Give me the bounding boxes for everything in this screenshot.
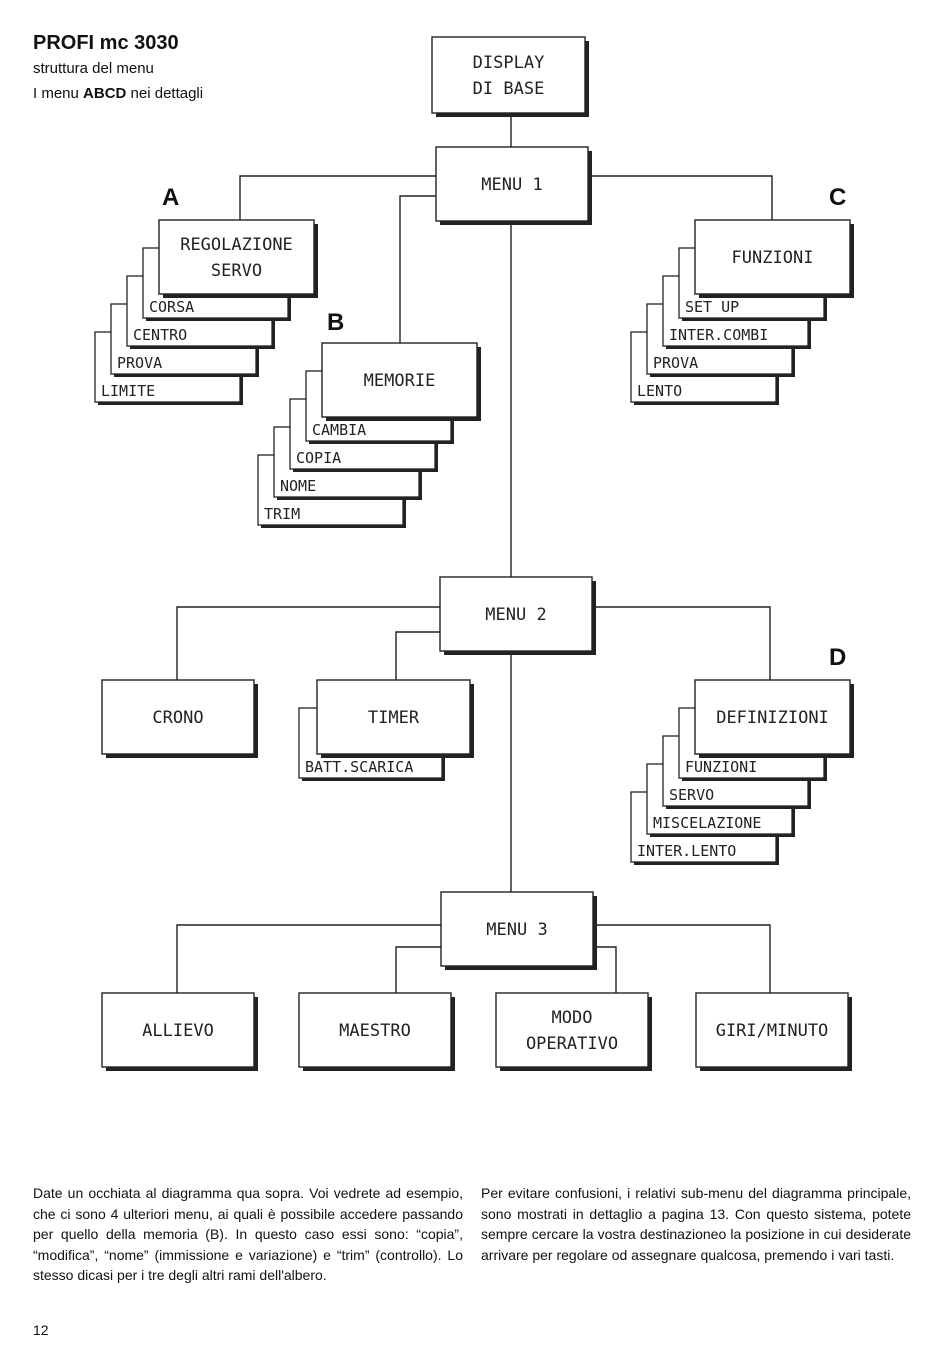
giri-minuto-box	[695, 992, 849, 1068]
crono-box	[101, 679, 255, 755]
stack-a-front-label: REGOLAZIONE	[180, 235, 293, 255]
menu3-to-modo	[593, 946, 617, 993]
stack-timer-submenu-label: BATT.SCARICA	[305, 758, 413, 776]
section-letter-a: A	[162, 184, 180, 211]
menu3-box	[440, 891, 594, 967]
stack-d-front	[694, 679, 851, 755]
page-number: 12	[33, 1322, 49, 1338]
section-letter-d: D	[829, 644, 847, 671]
stack-c-submenu-label: INTER.COMBI	[669, 326, 768, 344]
stack-c-submenu-label: PROVA	[653, 354, 698, 372]
stack-a-submenu-label: CORSA	[149, 298, 194, 316]
stack-a-submenu-label: PROVA	[117, 354, 162, 372]
giri-minuto-box-label: GIRI/MINUTO	[716, 1021, 829, 1041]
stack-d-submenu-label: INTER.LENTO	[637, 842, 736, 860]
menu2-box	[439, 576, 593, 652]
menu2-box-label: MENU 2	[485, 605, 546, 625]
stack-b-front-label: MEMORIE	[364, 371, 436, 391]
allievo-box	[101, 992, 255, 1068]
modo-operativo-box-label: MODO	[552, 1008, 593, 1028]
crono-box-label: CRONO	[152, 708, 203, 728]
connector-lines	[176, 115, 773, 993]
stack-a-front	[158, 219, 315, 295]
allievo-box-label: ALLIEVO	[142, 1021, 214, 1041]
menu1-box-label: MENU 1	[481, 175, 542, 195]
modo-operativo-box-label: OPERATIVO	[526, 1034, 618, 1054]
menu1-to-c	[588, 175, 773, 222]
display-di-base-box	[431, 36, 586, 114]
stack-c-submenu-label: LENTO	[637, 382, 682, 400]
stack-timer-front-label: TIMER	[368, 708, 420, 728]
stack-d-submenu-label: SERVO	[669, 786, 714, 804]
stack-c-front-label: FUNZIONI	[732, 248, 814, 268]
modo-operativo-box	[495, 992, 649, 1068]
detail-pre: I menu	[33, 85, 84, 102]
stack-a-submenu-label: LIMITE	[101, 382, 155, 400]
stack-c-front	[694, 219, 851, 295]
menu1-box	[435, 146, 589, 222]
menu2-to-d	[592, 606, 771, 680]
display-di-base-box-label: DISPLAY	[473, 53, 545, 73]
menu1-to-a	[239, 175, 436, 222]
stack-timer-front	[316, 679, 471, 755]
stack-a-submenu-label: CENTRO	[133, 326, 187, 344]
stack-b-submenu-label: CAMBIA	[312, 421, 366, 439]
stack-b-submenu-label: NOME	[280, 477, 316, 495]
menu-tree-diagram: DISPLAY DI BASE MENU 1 MENU 2 MENU 3 CRONO ALL…	[94, 36, 854, 1071]
stack-c-submenu-label: SET UP	[685, 298, 739, 316]
menu3-to-giri	[593, 924, 771, 993]
menu3-to-allievo	[176, 924, 441, 993]
stack-b-submenu-label: COPIA	[296, 449, 341, 467]
section-letter-b: B	[327, 309, 345, 336]
menu2-to-timer	[395, 631, 440, 680]
maestro-box-label: MAESTRO	[339, 1021, 411, 1041]
section-letter-c: C	[829, 184, 847, 211]
stack-b-front	[321, 342, 478, 418]
stack-a-front-label: SERVO	[211, 261, 262, 281]
page-detail-line: I menu ABCD nei dettagli	[33, 85, 203, 102]
page-title: PROFI mc 3030	[33, 32, 179, 54]
stack-d-front-label: DEFINIZIONI	[716, 708, 829, 728]
menu2-to-crono	[176, 606, 440, 680]
menu-boxes: DISPLAY DI BASE MENU 1 MENU 2 MENU 3 CRONO ALL…	[94, 36, 854, 1071]
page-subtitle: struttura del menu	[33, 60, 154, 77]
display-di-base-box-label: DI BASE	[473, 79, 545, 99]
stack-d-submenu-label: FUNZIONI	[685, 758, 757, 776]
detail-bold: ABCD	[83, 85, 127, 102]
stack-b-submenu-label: TRIM	[264, 505, 300, 523]
detail-post: nei dettagli	[126, 85, 204, 102]
menu3-box-label: MENU 3	[486, 920, 547, 940]
maestro-box	[298, 992, 452, 1068]
body-text-right: Per evitare confusioni, i relativi sub-m…	[481, 1185, 911, 1263]
menu1-to-b	[399, 195, 436, 346]
body-text-left: Date un occhiata al diagramma qua sopra.…	[33, 1185, 463, 1283]
stack-d-submenu-label: MISCELAZIONE	[653, 814, 761, 832]
menu3-to-maestro	[395, 946, 441, 993]
